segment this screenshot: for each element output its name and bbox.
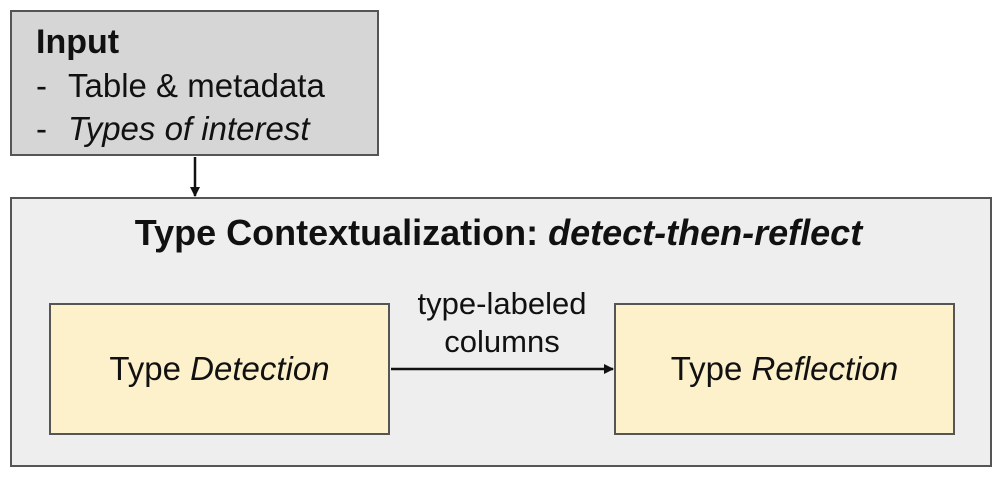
edge-label-line-1: type-labeled [417,286,587,321]
bullet-dash: - [36,110,47,147]
type-detection-box: Type Detection [49,303,390,435]
input-item-label: Types of interest [68,110,310,147]
edge-label-line-2: columns [444,324,560,359]
type-reflection-label: Type Reflection [670,350,899,387]
type-detection-label: Type Detection [109,350,330,387]
input-title: Input [36,23,120,61]
input-box: Input -Table & metadata -Types of intere… [10,10,379,156]
input-item-types-of-interest: -Types of interest [36,107,377,150]
type-reflection-box: Type Reflection [614,303,955,435]
input-item-label: Table & metadata [68,67,325,104]
input-item-table-metadata: -Table & metadata [36,64,377,107]
edge-label-type-labeled-columns: type-labeled columns [390,285,614,361]
type-contextualization-title: Type Contextualization: detect-then-refl… [0,212,997,254]
title-plain: Type Contextualization: [134,212,549,253]
title-italic: detect-then-reflect [548,212,863,253]
bullet-dash: - [36,67,47,104]
